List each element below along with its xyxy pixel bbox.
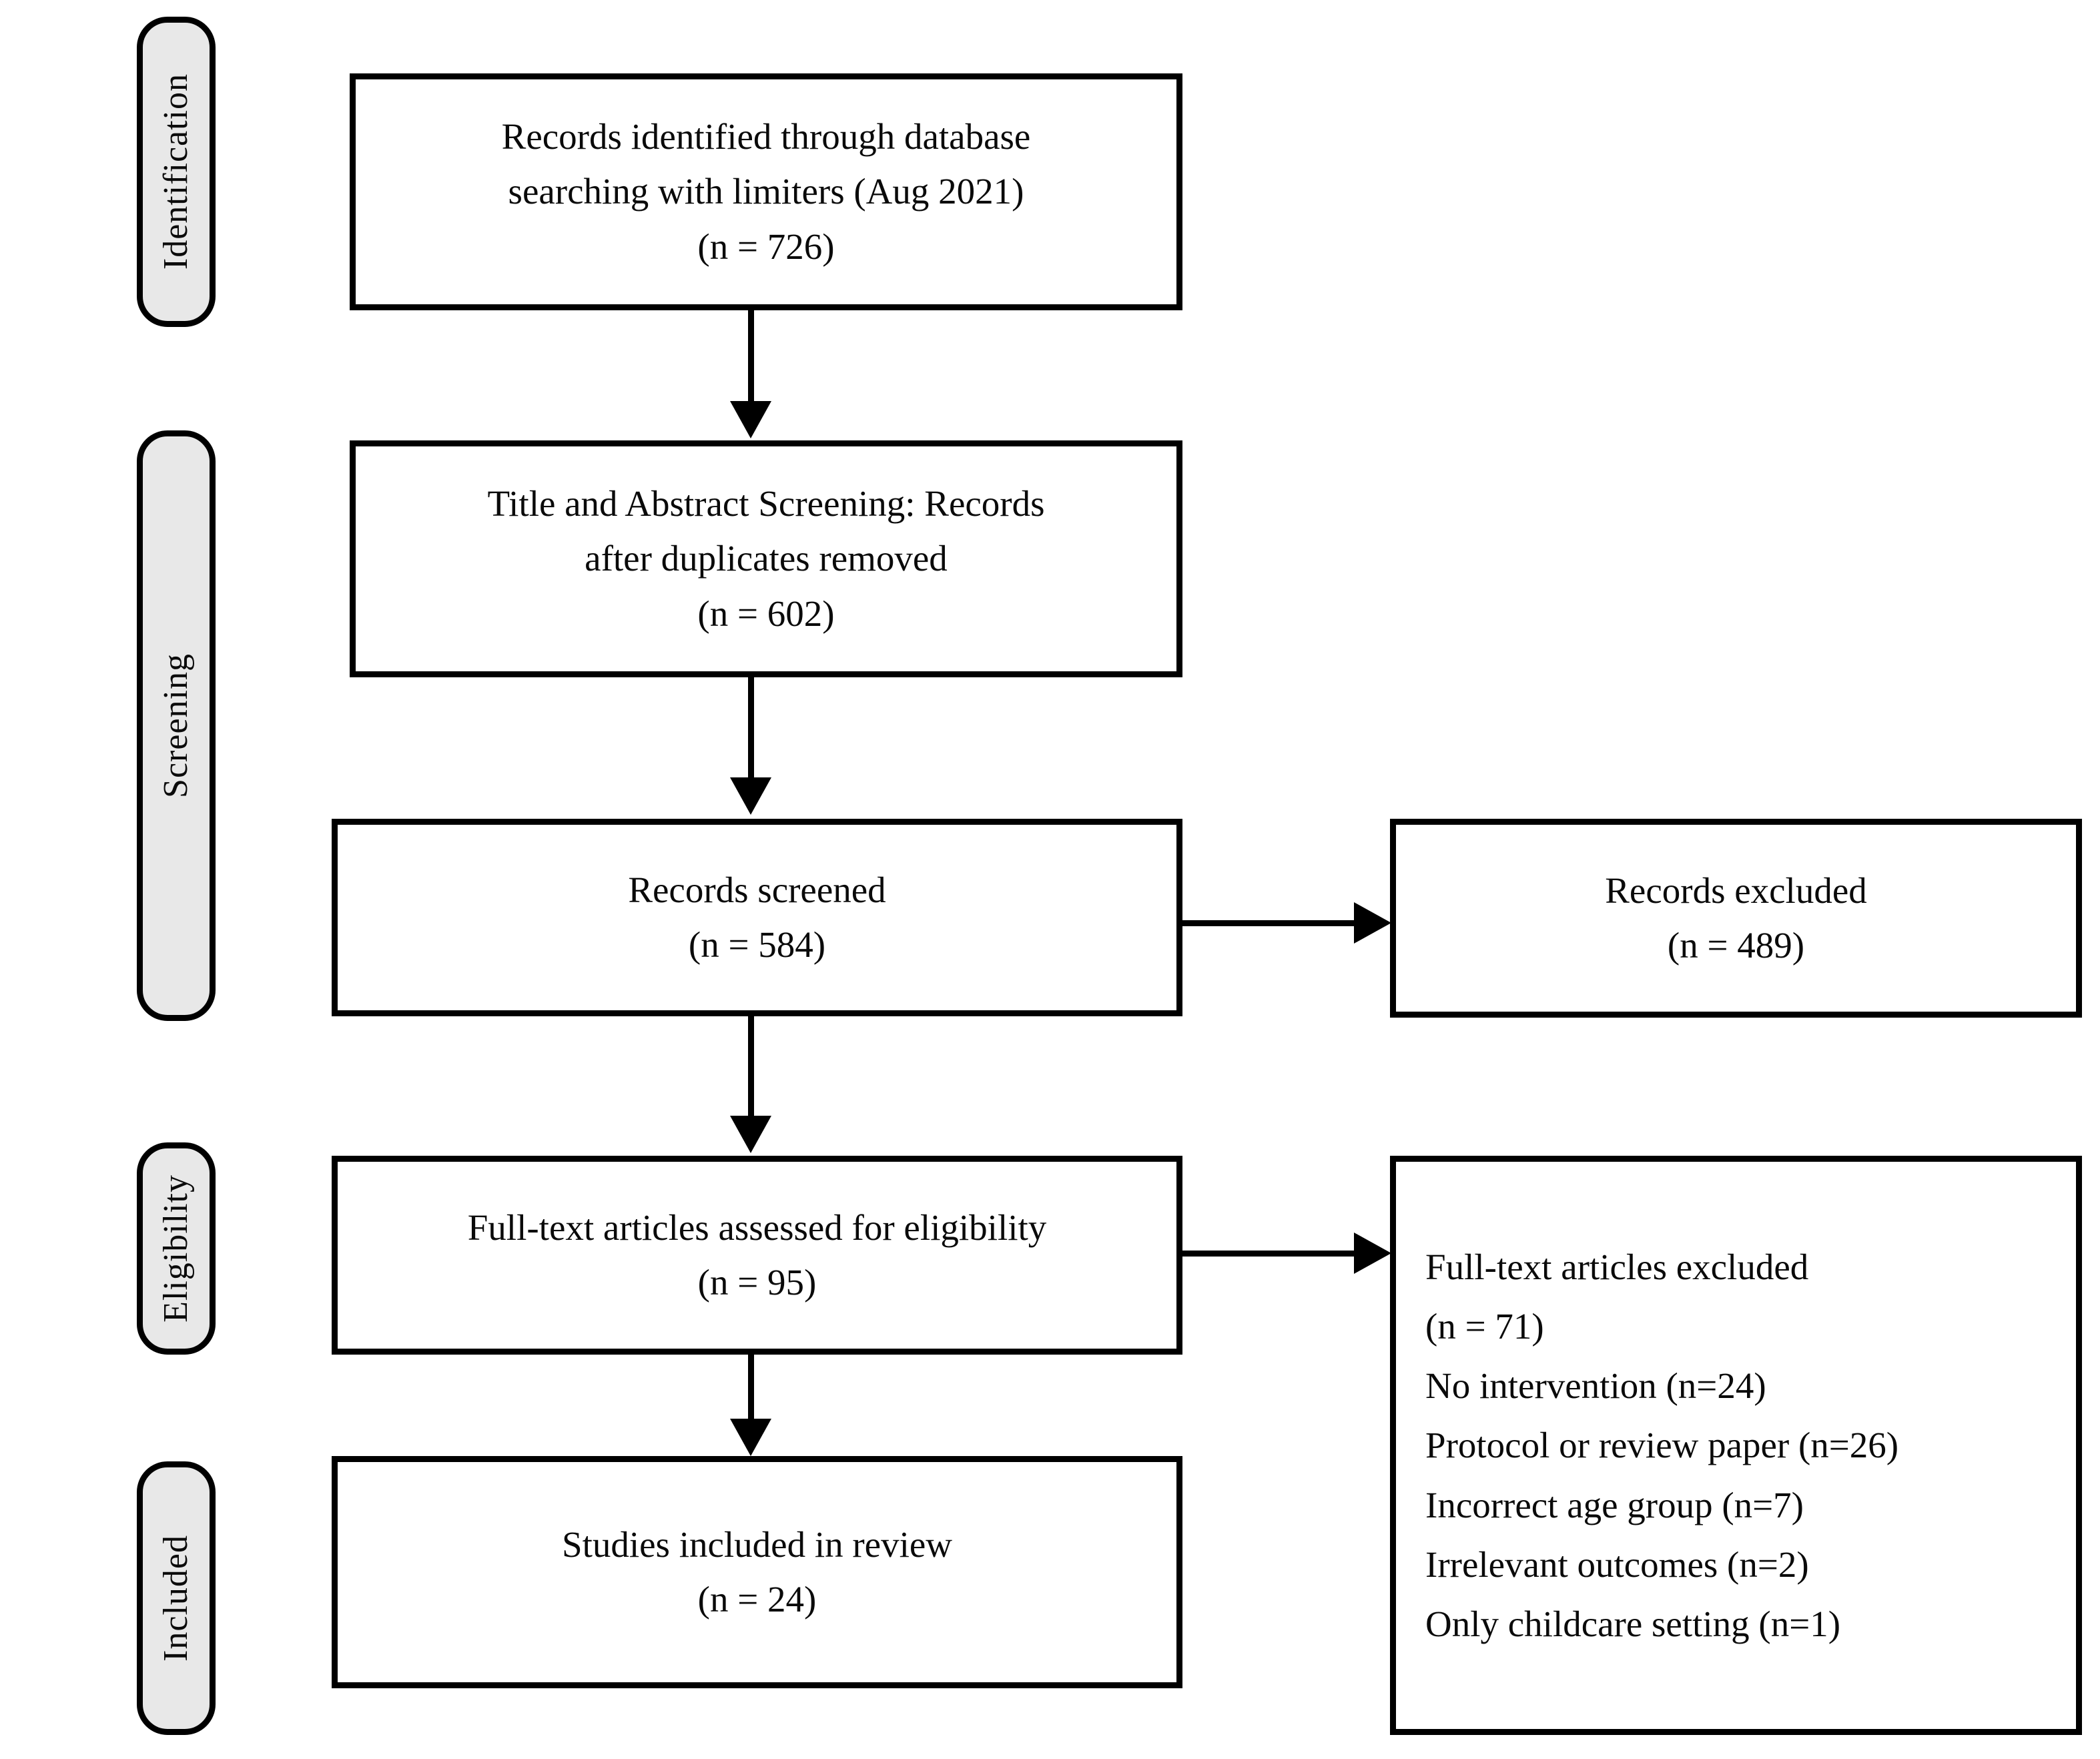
connector-fulltext-to-excluded [1182,1251,1356,1257]
connector-screened-to-fulltext [748,1016,754,1119]
arrowhead-screened-to-excluded [1354,902,1391,944]
stage-label-identification: Identification [137,17,216,327]
box-title-abstract-screening-line-2: after duplicates removed [585,538,948,579]
box-records-screened-line-1: Records screened [628,869,886,910]
box-records-identified-line-3: (n = 726) [697,226,835,267]
stage-label-eligibility-text: Eligibility [157,1174,195,1323]
box-records-screened-line-2: (n = 584) [688,924,826,965]
box-fulltext-excluded-reason-2: Protocol or review paper (n=26) [1425,1425,1899,1466]
connector-fulltext-to-included [748,1355,754,1425]
arrowhead-fulltext-to-excluded [1354,1233,1391,1274]
box-studies-included-line-1: Studies included in review [561,1523,953,1565]
stage-label-eligibility: Eligibility [137,1142,216,1355]
stage-label-screening: Screening [137,430,216,1021]
box-fulltext-excluded-line-2: (n = 71) [1425,1306,1544,1347]
box-title-abstract-screening-line-1: Title and Abstract Screening: Records [487,482,1045,524]
box-fulltext-assessed: Full-text articles assessed for eligibil… [332,1156,1182,1355]
connector-screening-to-records-screened [748,677,754,781]
connector-screened-to-excluded [1182,920,1356,926]
box-studies-included: Studies included in review (n = 24) [332,1456,1182,1688]
stage-label-included: Included [137,1461,216,1735]
box-fulltext-assessed-line-1: Full-text articles assessed for eligibil… [467,1206,1047,1248]
box-records-identified-line-1: Records identified through database [501,115,1031,157]
box-records-identified: Records identified through database sear… [350,73,1182,310]
arrowhead-screened-to-fulltext [730,1116,771,1153]
box-records-excluded-line-2: (n = 489) [1667,925,1805,966]
box-fulltext-excluded-line-1: Full-text articles excluded [1425,1247,1809,1288]
box-fulltext-excluded-reason-5: Only childcare setting (n=1) [1425,1603,1841,1644]
arrowhead-fulltext-to-included [730,1419,771,1456]
box-records-excluded: Records excluded (n = 489) [1390,819,2082,1018]
box-fulltext-excluded-reason-3: Incorrect age group (n=7) [1425,1484,1804,1525]
box-title-abstract-screening-line-3: (n = 602) [697,593,835,634]
box-title-abstract-screening: Title and Abstract Screening: Records af… [350,440,1182,677]
box-records-identified-line-2: searching with limiters (Aug 2021) [508,171,1024,212]
connector-identified-to-screening [748,310,754,405]
box-records-screened: Records screened (n = 584) [332,819,1182,1016]
box-records-excluded-line-1: Records excluded [1605,869,1867,911]
box-fulltext-excluded: Full-text articles excluded (n = 71) No … [1390,1156,2082,1735]
box-fulltext-assessed-line-2: (n = 95) [697,1262,817,1303]
box-studies-included-line-2: (n = 24) [697,1579,817,1620]
arrowhead-identified-to-screening [730,401,771,438]
stage-label-screening-text: Screening [157,653,195,798]
box-fulltext-excluded-reason-4: Irrelevant outcomes (n=2) [1425,1543,1809,1585]
stage-label-included-text: Included [157,1535,195,1662]
stage-label-identification-text: Identification [157,73,195,270]
box-fulltext-excluded-reason-1: No intervention (n=24) [1425,1365,1766,1407]
arrowhead-screening-to-records-screened [730,777,771,815]
